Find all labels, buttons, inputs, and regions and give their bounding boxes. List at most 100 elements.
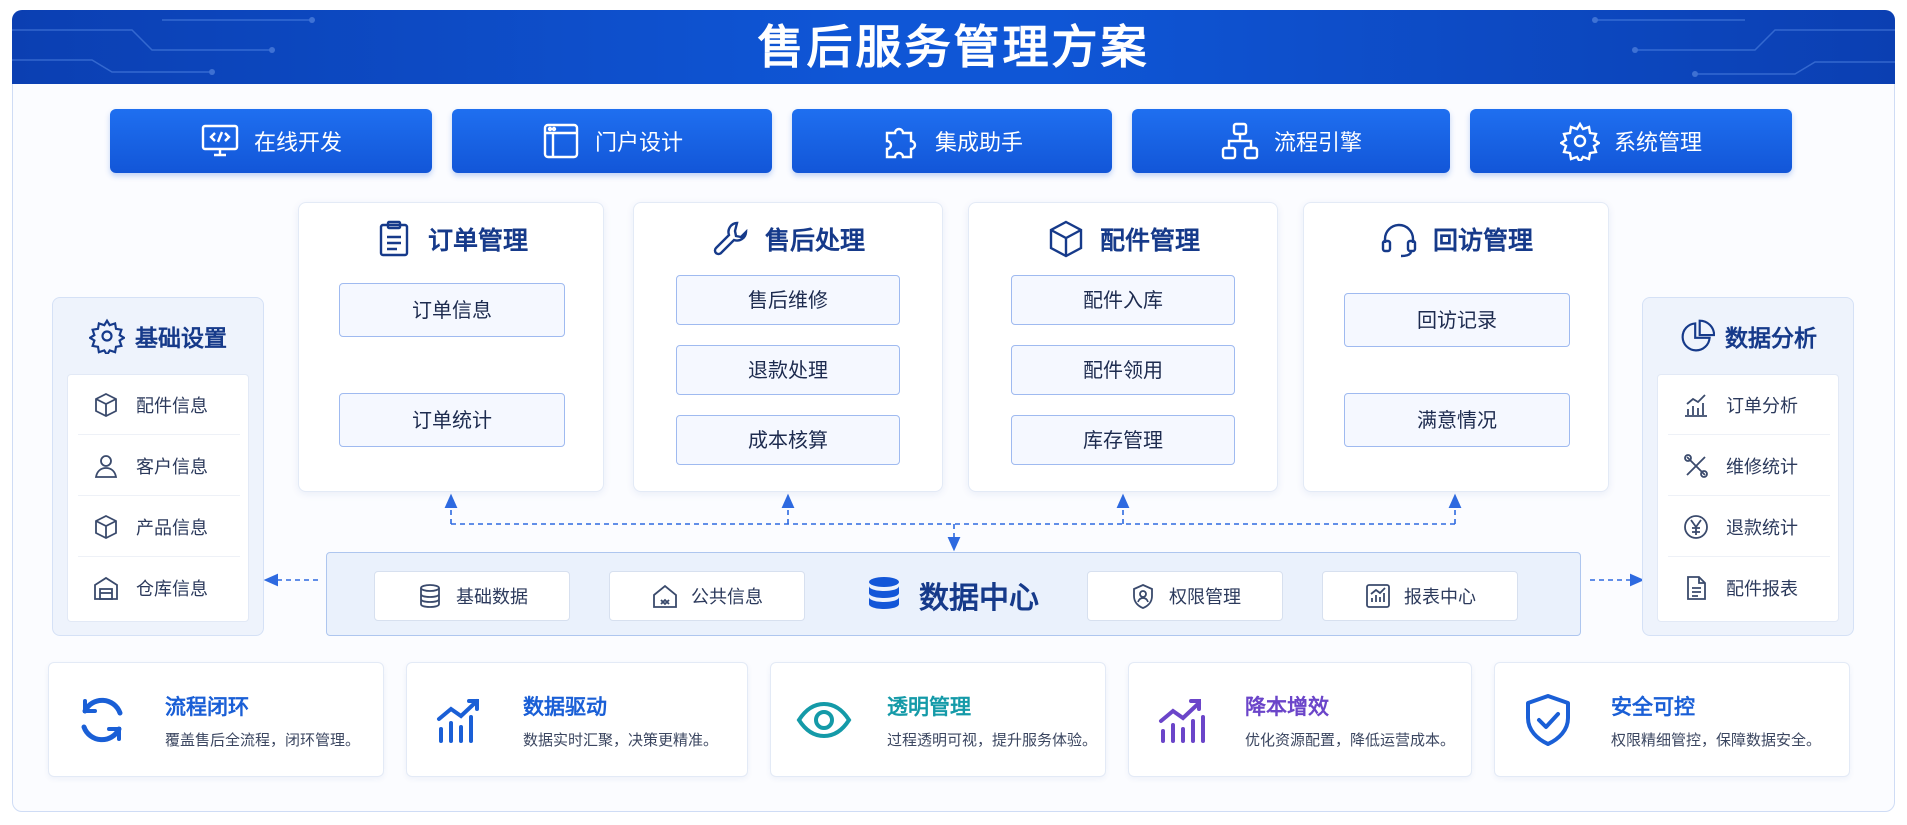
feature-transparency: 透明管理 过程透明可视，提升服务体验。 (770, 662, 1106, 777)
trend-chart-icon (437, 699, 479, 743)
code-monitor-icon (201, 124, 239, 157)
dc-item-label: 报表中心 (1404, 587, 1476, 608)
module-integration[interactable]: 集成助手 (792, 109, 1112, 173)
feature-process-loop: 流程闭环 覆盖售后全流程，闭环管理。 (48, 662, 384, 777)
module-online-dev[interactable]: 在线开发 (110, 109, 432, 173)
card-title: 售后处理 (764, 226, 865, 255)
pie-chart-icon (1681, 319, 1715, 352)
step-order-info[interactable]: 订单信息 (339, 283, 565, 337)
list-item-label: 订单分析 (1726, 395, 1798, 417)
list-item-repair-stats[interactable]: 维修统计 (1668, 436, 1830, 496)
shield-user-icon (1133, 584, 1153, 609)
panel-title: 基础设置 (135, 326, 227, 352)
browser-window-icon (543, 123, 579, 159)
list-item-warehouse-info[interactable]: 仓库信息 (78, 558, 240, 618)
page-title: 售后服务管理方案 (757, 20, 1150, 74)
panel-title: 数据分析 (1725, 326, 1817, 352)
list-item-label: 配件信息 (136, 395, 208, 417)
step-order-stats[interactable]: 订单统计 (339, 393, 565, 447)
bar-chart-icon (1685, 393, 1707, 417)
warehouse-icon (94, 576, 118, 600)
card-title: 配件管理 (1099, 226, 1200, 255)
step-follow-up-record[interactable]: 回访记录 (1344, 293, 1570, 347)
list-item-label: 产品信息 (136, 517, 208, 539)
feature-security: 安全可控 权限精细管控，保障数据安全。 (1494, 662, 1850, 777)
report-icon (1366, 584, 1390, 608)
module-label: 系统管理 (1613, 131, 1702, 156)
dc-item-basic-data[interactable]: 基础数据 (374, 571, 570, 621)
card-follow-up: 回访管理 回访记录 满意情况 (1303, 202, 1609, 492)
feature-desc: 覆盖售后全流程，闭环管理。 (165, 731, 361, 749)
data-center: 基础数据 公共信息 数据中心 权限管理 报表中心 (326, 552, 1581, 636)
step-inventory[interactable]: 库存管理 (1011, 415, 1235, 465)
step-cost-accounting[interactable]: 成本核算 (676, 415, 900, 465)
box-icon (95, 392, 117, 417)
dc-item-label: 基础数据 (456, 587, 528, 608)
shield-check-icon (1526, 694, 1570, 746)
step-repair[interactable]: 售后维修 (676, 275, 900, 325)
circuit-decoration-left (12, 17, 315, 75)
dc-item-label: 权限管理 (1169, 587, 1241, 608)
panel-data-analysis: 数据分析 订单分析 维修统计 退款统计 配件报表 (1642, 297, 1854, 636)
list-item-parts-info[interactable]: 配件信息 (78, 375, 240, 435)
list-item-label: 仓库信息 (136, 579, 208, 600)
list-item-refund-stats[interactable]: 退款统计 (1668, 497, 1830, 557)
list-item-parts-report[interactable]: 配件报表 (1668, 558, 1830, 618)
card-title: 回访管理 (1432, 226, 1533, 255)
feature-title: 安全可控 (1611, 695, 1695, 719)
panel-list: 订单分析 维修统计 退款统计 配件报表 (1657, 374, 1839, 622)
yen-icon (1684, 514, 1708, 539)
data-center-title: 数据中心 (863, 569, 1057, 621)
clipboard-icon (379, 220, 409, 257)
cube-icon (95, 514, 117, 539)
box-icon (1049, 220, 1083, 258)
header-banner: 售后服务管理方案 (12, 10, 1895, 84)
module-system-admin[interactable]: 系统管理 (1470, 109, 1792, 173)
module-workflow-engine[interactable]: 流程引擎 (1132, 109, 1450, 173)
step-refund[interactable]: 退款处理 (676, 345, 900, 395)
workflow-icon (1221, 122, 1259, 160)
feature-desc: 过程透明可视，提升服务体验。 (887, 731, 1098, 749)
list-item-label: 维修统计 (1726, 456, 1798, 478)
step-parts-inbound[interactable]: 配件入库 (1011, 275, 1235, 325)
cycle-icon (81, 697, 123, 743)
eye-icon (796, 701, 852, 739)
growth-chart-icon (1159, 699, 1205, 743)
dc-item-public-info[interactable]: 公共信息 (609, 571, 805, 621)
module-portal-design[interactable]: 门户设计 (452, 109, 772, 173)
card-header: 售后处理 (634, 217, 942, 261)
module-label: 集成助手 (934, 131, 1023, 156)
wrench-icon (713, 221, 748, 256)
list-item-label: 配件报表 (1726, 579, 1798, 600)
feature-title: 透明管理 (887, 695, 971, 719)
card-title: 订单管理 (427, 226, 528, 255)
list-item-product-info[interactable]: 产品信息 (78, 497, 240, 557)
document-icon (1687, 576, 1706, 600)
module-label: 门户设计 (594, 131, 683, 156)
list-item-label: 客户信息 (136, 456, 208, 478)
feature-title: 数据驱动 (523, 695, 607, 719)
user-icon (94, 454, 118, 478)
dc-item-permission[interactable]: 权限管理 (1087, 571, 1283, 621)
database-icon (869, 577, 899, 609)
gear-icon (89, 318, 125, 354)
step-parts-requisition[interactable]: 配件领用 (1011, 345, 1235, 395)
list-item-order-analysis[interactable]: 订单分析 (1668, 375, 1830, 435)
feature-desc: 权限精细管控，保障数据安全。 (1611, 731, 1822, 749)
data-center-label: 数据中心 (919, 581, 1039, 616)
feature-desc: 优化资源配置，降低运营成本。 (1245, 731, 1456, 749)
dc-item-label: 公共信息 (691, 587, 763, 608)
gear-icon (1559, 121, 1600, 161)
feature-title: 流程闭环 (165, 695, 249, 719)
dc-item-report-center[interactable]: 报表中心 (1322, 571, 1518, 621)
list-item-customer-info[interactable]: 客户信息 (78, 436, 240, 496)
feature-cost-efficiency: 降本增效 优化资源配置，降低运营成本。 (1128, 662, 1472, 777)
card-header: 回访管理 (1304, 217, 1608, 261)
feature-desc: 数据实时汇聚，决策更精准。 (523, 731, 719, 749)
headset-icon (1381, 223, 1417, 258)
module-label: 在线开发 (253, 131, 342, 156)
panel-basic-settings: 基础设置 配件信息 客户信息 产品信息 仓库信息 (52, 297, 264, 636)
step-satisfaction[interactable]: 满意情况 (1344, 393, 1570, 447)
puzzle-icon (885, 127, 917, 159)
list-item-label: 退款统计 (1726, 517, 1798, 539)
